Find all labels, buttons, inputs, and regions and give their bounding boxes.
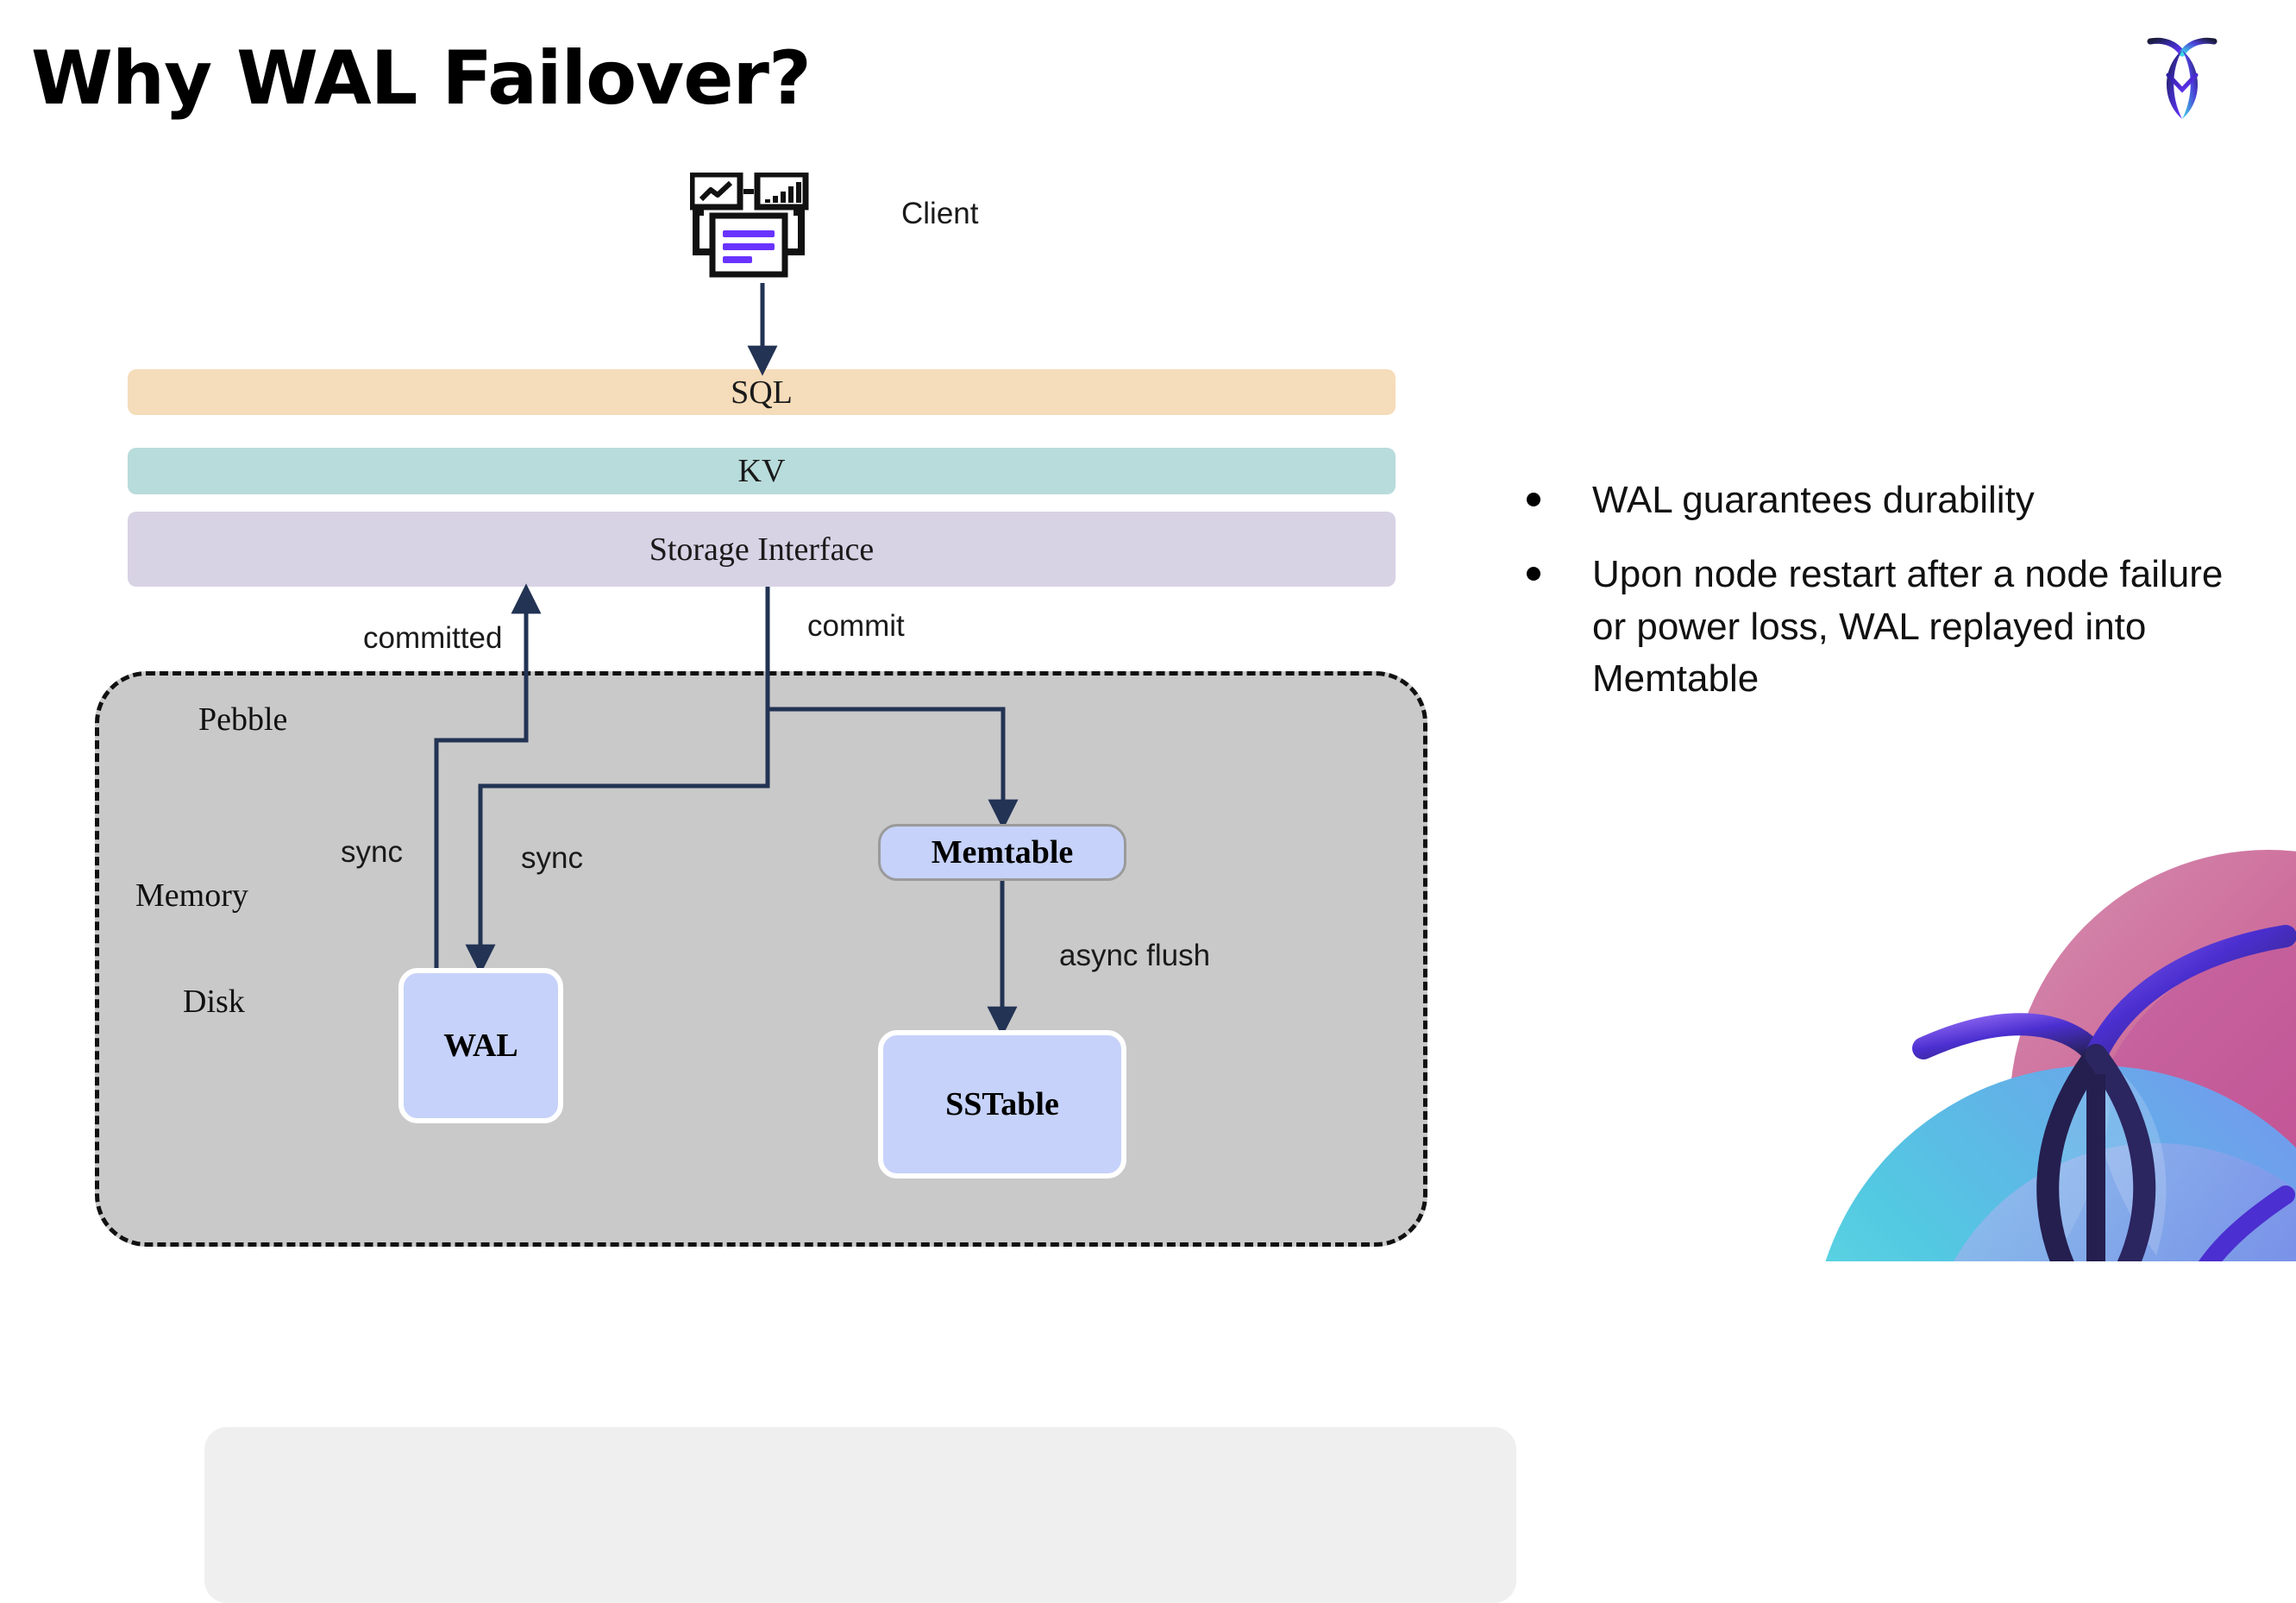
- layer-bar-kv: KV: [128, 448, 1396, 494]
- memory-region-label: Memory: [135, 877, 248, 914]
- edge-label-sync-committed-path: sync: [341, 835, 403, 869]
- edge-label-sync-storage-to-wal: sync: [521, 841, 583, 875]
- bullet-list: WAL guarantees durability Upon node rest…: [1527, 475, 2234, 727]
- layer-label-storage-interface: Storage Interface: [649, 531, 875, 568]
- cockroachdb-decorative-motif-icon: [1751, 824, 2296, 1261]
- layer-bar-storage-interface: Storage Interface: [128, 512, 1396, 587]
- bullet-text: WAL guarantees durability: [1592, 479, 2035, 521]
- pebble-label: Pebble: [198, 701, 288, 738]
- disk-region-label: Disk: [183, 984, 245, 1020]
- node-sstable[interactable]: SSTable: [878, 1030, 1126, 1179]
- layer-label-kv: KV: [737, 453, 786, 489]
- bullet-dot-icon: [1527, 567, 1540, 581]
- cockroachdb-logo-icon: [2145, 29, 2219, 124]
- node-wal[interactable]: WAL: [398, 968, 563, 1123]
- page-title: Why WAL Failover?: [31, 35, 812, 122]
- layer-label-sql: SQL: [731, 374, 793, 411]
- node-memtable-label: Memtable: [931, 834, 1074, 871]
- edge-label-async-flush: async flush: [1059, 939, 1211, 972]
- edge-label-commit: commit: [807, 609, 905, 643]
- client-terminal-icon: [688, 171, 828, 283]
- pebble-container: [95, 671, 1516, 1603]
- bullet-dot-icon: [1527, 493, 1540, 506]
- node-wal-label: WAL: [443, 1028, 518, 1064]
- client-label: Client: [901, 197, 979, 230]
- node-sstable-label: SSTable: [945, 1086, 1059, 1122]
- list-item: WAL guarantees durability: [1527, 475, 2234, 526]
- memory-region: [204, 1427, 1516, 1603]
- edge-label-committed: committed: [363, 621, 503, 655]
- list-item: Upon node restart after a node failure o…: [1527, 549, 2234, 705]
- node-memtable[interactable]: Memtable: [878, 824, 1126, 881]
- layer-bar-sql: SQL: [128, 369, 1396, 415]
- bullet-text: Upon node restart after a node failure o…: [1592, 553, 2224, 700]
